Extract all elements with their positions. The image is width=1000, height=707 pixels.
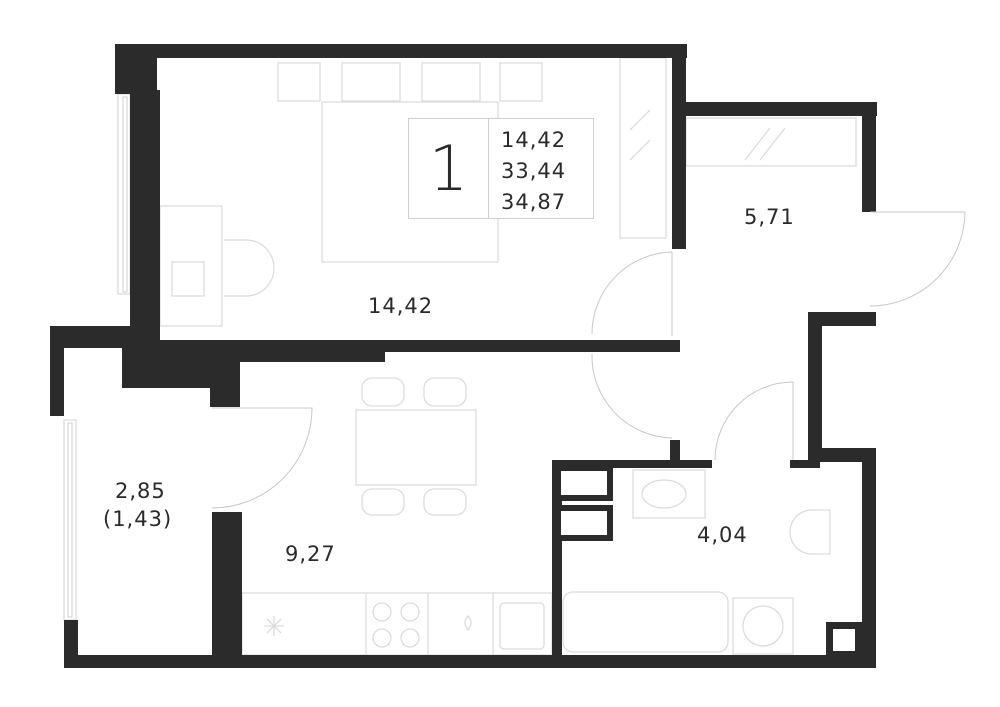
desk-chair xyxy=(224,239,275,297)
walls xyxy=(50,44,877,668)
balcony-reduced-area-label: (1,43) xyxy=(103,507,173,531)
windows xyxy=(67,93,131,618)
kitchen-sink xyxy=(499,602,545,650)
kitchen-counter xyxy=(241,592,553,656)
entrance-door xyxy=(869,211,966,307)
dining-chair xyxy=(361,488,405,516)
nightstand-right xyxy=(499,62,543,102)
stove-burner xyxy=(372,602,392,622)
bathroom-door xyxy=(714,381,794,461)
dining-chair xyxy=(423,377,467,407)
pillow-left xyxy=(341,62,401,102)
apartment-summary: 1 14,42 33,44 34,87 xyxy=(408,118,594,219)
stove-burner xyxy=(400,602,420,622)
room-count: 1 xyxy=(409,119,489,218)
washing-machine xyxy=(732,597,794,655)
bathroom-area-label: 4,04 xyxy=(697,523,748,547)
bathtub xyxy=(562,591,729,653)
kitchen-area-label: 9,27 xyxy=(285,542,336,566)
hall-area-label: 5,71 xyxy=(744,205,795,229)
living-area: 14,42 xyxy=(501,128,567,152)
washbasin-bowl xyxy=(641,479,687,509)
laptop xyxy=(171,261,205,297)
pillow-right xyxy=(421,62,481,102)
tap-icon xyxy=(464,615,472,632)
balcony-area-label: 2,85 xyxy=(115,479,166,503)
kitchen-door xyxy=(591,353,673,439)
bedroom-door xyxy=(591,251,673,335)
washbasin xyxy=(632,469,706,519)
summary-areas: 14,42 33,44 34,87 xyxy=(501,125,566,218)
desk xyxy=(159,205,223,327)
dining-table xyxy=(355,409,477,486)
balcony-door xyxy=(211,407,313,509)
stove-burner xyxy=(400,628,420,648)
doors xyxy=(211,211,966,509)
bedroom-area-label: 14,42 xyxy=(368,294,434,318)
toilet xyxy=(789,509,831,555)
star-mark xyxy=(264,616,284,636)
total-area: 33,44 xyxy=(501,159,567,183)
shaft-inner xyxy=(833,629,855,651)
wardrobe xyxy=(619,57,667,239)
washing-drum xyxy=(742,605,784,647)
nightstand-left xyxy=(277,62,321,102)
dining-chair xyxy=(423,488,467,516)
total-area-with-balcony: 34,87 xyxy=(501,190,567,214)
vent-ducts xyxy=(555,465,613,541)
stove-burner xyxy=(372,628,392,648)
hall-shelf xyxy=(685,117,857,167)
dining-chair xyxy=(361,377,405,407)
